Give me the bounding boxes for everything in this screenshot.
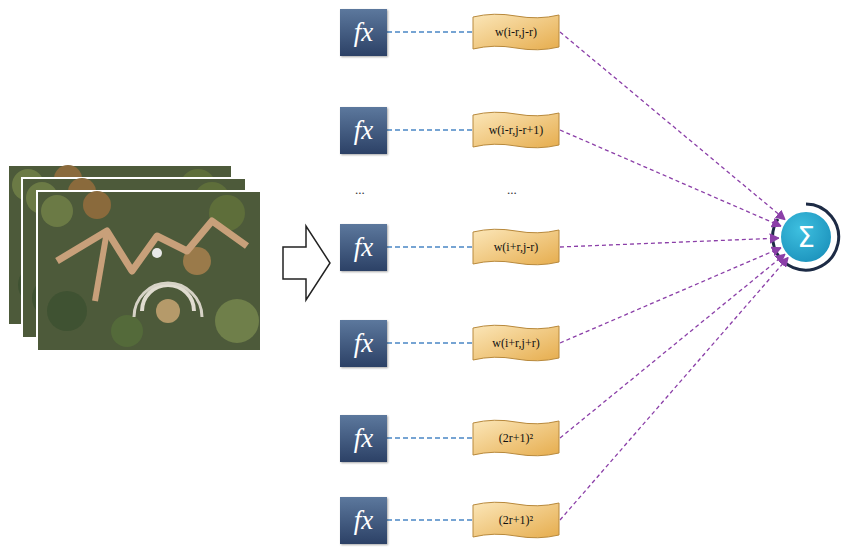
node-text: (2r+1)² [491,431,541,446]
sum-arrow [560,257,788,520]
function-icon: fx [340,107,387,154]
sum-arrow [560,32,785,220]
sum-arrow [560,248,781,343]
node-text: fx [354,17,374,48]
dashed-link [387,31,472,32]
ellipsis-label: ... [355,182,365,198]
weight-banner: (2r+1)² [472,500,560,540]
weight-banner: w(i+r,j+r) [472,323,560,363]
node-text: fx [354,505,374,536]
dashed-link [387,246,472,247]
weight-banner: w(i-r,j-r+1) [472,110,560,150]
dashed-link [387,129,472,130]
weight-banner: (2r+1)² [472,418,560,458]
sum-arrow [560,254,785,438]
node-text: w(i+r,j-r) [486,240,547,255]
node-text: fx [354,328,374,359]
node-text: fx [354,423,374,454]
sum-circle: Σ [779,210,833,264]
weight-banner: w(i+r,j-r) [472,227,560,267]
sum-arrow [560,238,779,247]
sum-arrow [560,130,781,226]
dashed-link [387,519,472,520]
function-icon: fx [340,9,387,56]
ellipsis-label: ... [507,182,517,198]
function-icon: fx [340,415,387,462]
function-icon: fx [340,224,387,271]
node-text: Σ [797,221,815,254]
node-text: w(i+r,j+r) [484,336,547,351]
node-text: fx [354,115,374,146]
dashed-link [387,437,472,438]
node-text: (2r+1)² [491,513,541,528]
function-icon: fx [340,497,387,544]
node-text: fx [354,232,374,263]
node-text: w(i-r,j-r+1) [481,123,552,138]
node-text: w(i-r,j-r) [487,25,545,40]
function-icon: fx [340,320,387,367]
weight-banner: w(i-r,j-r) [472,12,560,52]
dashed-link [387,342,472,343]
